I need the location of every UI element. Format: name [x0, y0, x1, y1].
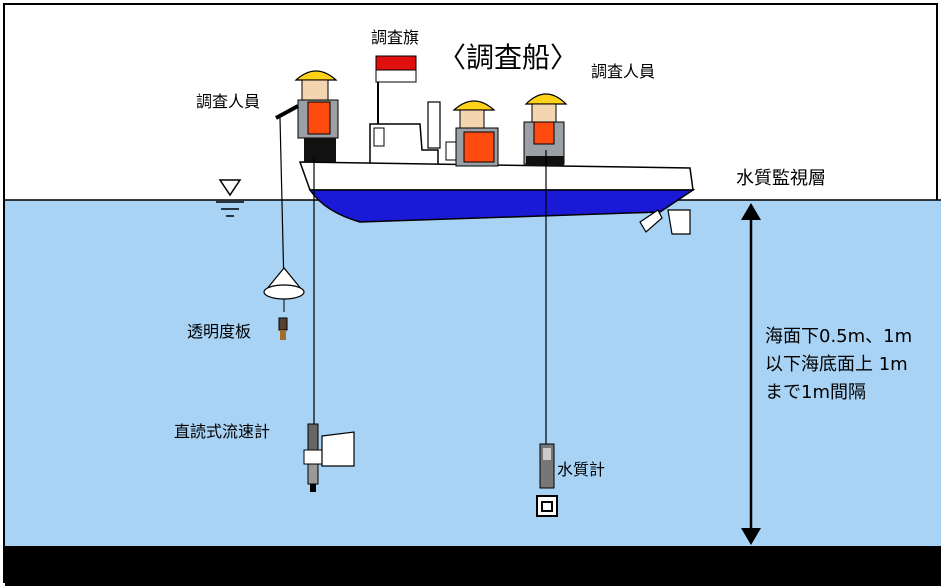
survey-crew-right-label: 調査人員 — [591, 62, 656, 81]
survey-flag-label: 調査旗 — [371, 28, 420, 47]
water-quality-meter-icon — [536, 443, 558, 517]
current-meter-icon — [303, 423, 355, 492]
survey-crew-left-label: 調査人員 — [196, 92, 261, 111]
transparency-plate-label: 透明度板 — [187, 322, 252, 341]
water-quality-meter-label: 水質計 — [557, 460, 606, 479]
water-body — [5, 200, 941, 546]
crew-member-left — [275, 70, 339, 162]
depth-range-arrow — [741, 203, 761, 545]
depth-note-line3: まで1m間隔 — [765, 382, 866, 403]
survey-flag-white — [375, 69, 417, 83]
transparency-line — [279, 117, 285, 289]
survey-ship — [298, 55, 696, 235]
survey-flag-red — [375, 55, 417, 71]
seabed — [5, 546, 941, 586]
depth-note-line2: 以下海底面上 1m — [765, 354, 908, 375]
transparency-plate-icon — [263, 267, 305, 340]
crew-member-right — [523, 93, 568, 166]
water-quality-layer-label: 水質監視層 — [736, 168, 826, 189]
survey-ship-label: 〈調査船〉 — [438, 41, 579, 74]
water-level-icon — [216, 179, 244, 217]
crew-member-middle — [445, 100, 499, 167]
depth-note-line1: 海面下0.5m、1m — [765, 326, 913, 347]
current-meter-label: 直読式流速計 — [174, 422, 271, 441]
